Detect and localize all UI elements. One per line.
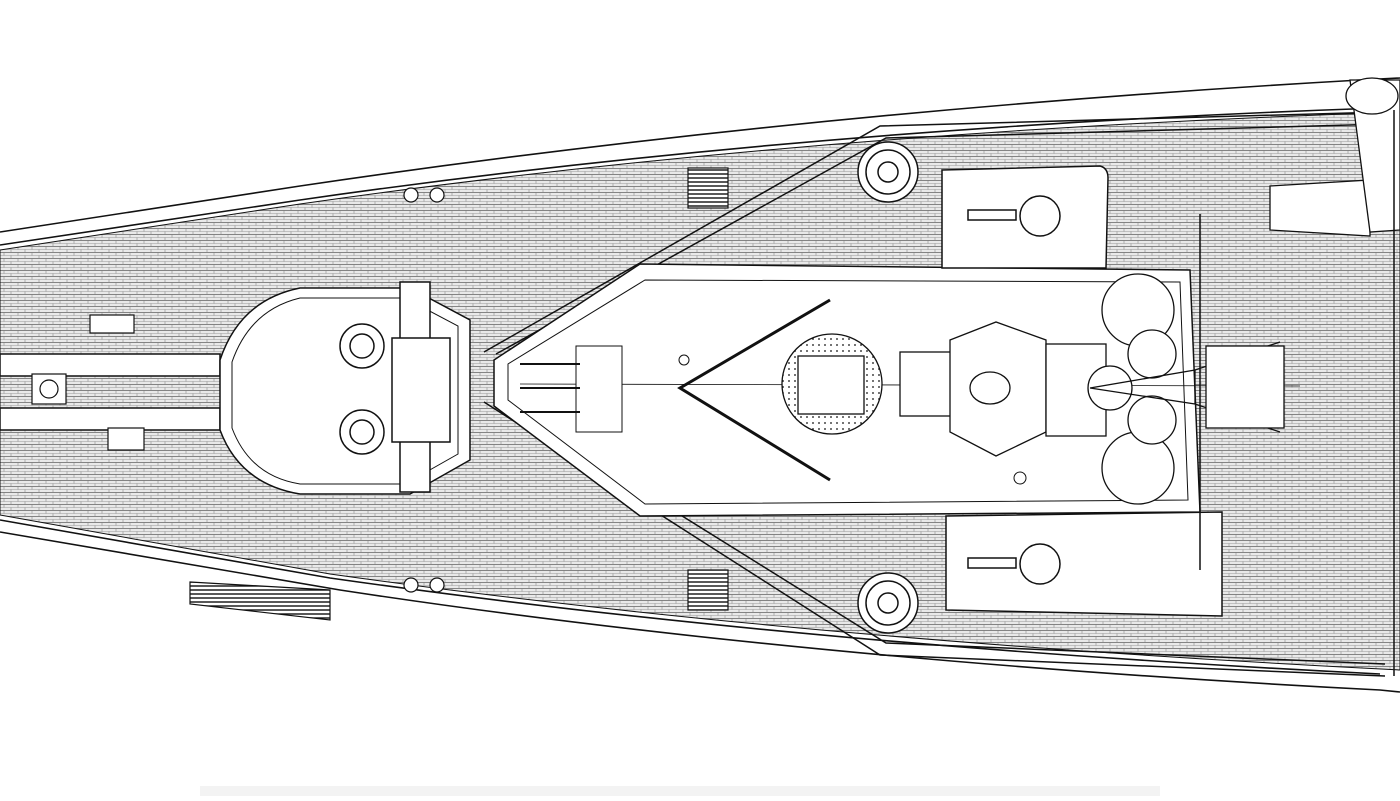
- hull-outline: [0, 77, 1400, 693]
- turret-sight-hood: [349, 333, 375, 359]
- aircraft-wing: [1269, 179, 1371, 237]
- bollard-icon: [1013, 471, 1027, 485]
- superstructure-inner-outline: [507, 279, 1189, 505]
- bow-fittings: [31, 167, 729, 621]
- aft-deckhouse: [1205, 345, 1285, 429]
- aa-platform: [1127, 395, 1177, 445]
- aa-platform: [1127, 329, 1177, 379]
- scout-aircraft: [1269, 77, 1400, 237]
- aircraft-float: [1345, 77, 1399, 115]
- windlass-group: [520, 345, 1027, 485]
- aa-platforms: [1087, 273, 1285, 505]
- aa-platform: [1101, 431, 1175, 505]
- searchlight-lower: [857, 572, 919, 634]
- fire-director-platform: [781, 321, 1107, 457]
- searchlight-upper: [857, 141, 919, 203]
- deck-edge-upper: [0, 107, 1381, 246]
- gun-barrel-lower: [0, 407, 221, 431]
- cable-locker-grate: [687, 569, 729, 611]
- capstan-rods: [520, 363, 580, 413]
- turret-roof-outline: [231, 297, 459, 485]
- bollard-icon: [678, 354, 690, 366]
- accommodation-ladder: [189, 581, 331, 621]
- hawse-pipe-icon: [39, 379, 59, 399]
- secondary-gun-mount-lower: [945, 511, 1223, 617]
- bollard-icon: [403, 577, 419, 593]
- bollard-icon: [429, 577, 445, 593]
- cable-locker-grate: [687, 167, 729, 209]
- bollard-icon: [403, 187, 419, 203]
- turret-hatch: [391, 337, 451, 443]
- outer-hull-line: [0, 77, 1400, 233]
- main-gun-turret: [0, 281, 471, 495]
- bridge-v-rail: [677, 298, 831, 482]
- gun-barrel-upper: [0, 353, 221, 377]
- vent-box: [107, 427, 145, 451]
- bollard-icon: [429, 187, 445, 203]
- breakwater-arm-upper: [483, 111, 1386, 353]
- compass-binnacle: [969, 371, 1011, 405]
- catapult-rail: [1199, 110, 1395, 676]
- secondary-gun-mount-upper: [941, 165, 1109, 269]
- foremast-base: [1087, 365, 1133, 411]
- turret-sight-hood: [349, 419, 375, 445]
- director-machinery: [797, 355, 865, 415]
- deck-edge-lower: [0, 519, 1381, 675]
- windlass-housing: [575, 345, 623, 433]
- outer-hull-line-lower: [0, 531, 1400, 693]
- page-edge-shadow: [200, 786, 1160, 796]
- vent-box: [89, 314, 135, 334]
